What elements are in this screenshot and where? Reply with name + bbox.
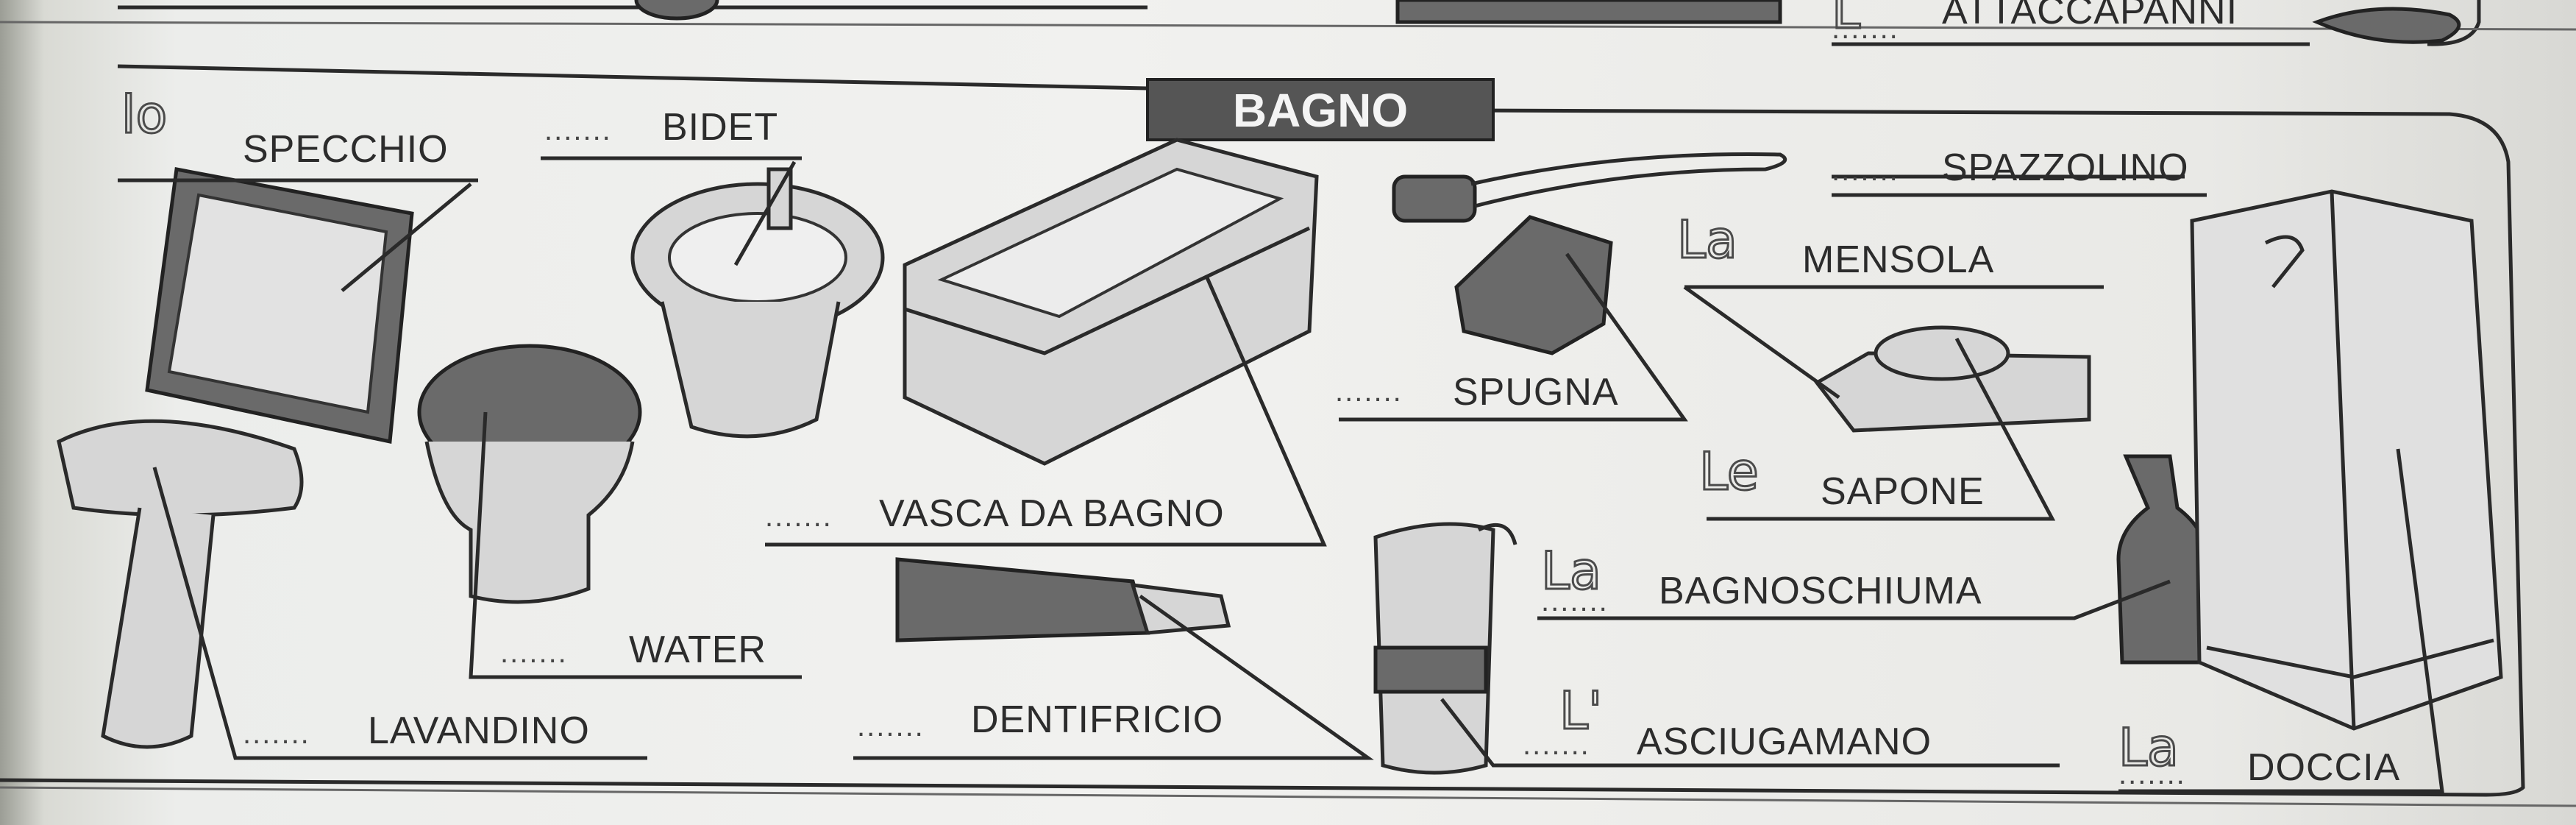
- top-dots: .......: [1832, 13, 1899, 45]
- word-bidet: BIDET: [662, 106, 778, 149]
- word-dentifricio: DENTIFRICIO: [971, 698, 1223, 741]
- article-bagnoschiuma: La: [1541, 541, 1601, 601]
- dots-vasca: .......: [765, 500, 833, 533]
- top-label: ATTACCAPANNI: [1942, 0, 2238, 32]
- dots-bagnoschiuma: .......: [1541, 585, 1609, 617]
- label-mensola: La MENSOLA: [1676, 209, 1994, 282]
- label-spugna: ....... SPUGNA: [1335, 371, 1619, 414]
- word-doccia: DOCCIA: [2247, 746, 2400, 789]
- section-title-banner: BAGNO: [1146, 78, 1495, 141]
- section-title: BAGNO: [1233, 84, 1408, 137]
- word-mensola: MENSOLA: [1802, 238, 1994, 281]
- label-bagnoschiuma: La ....... BAGNOSCHIUMA: [1540, 540, 1982, 618]
- label-spazzolino: ....... SPAZZOLINO: [1832, 146, 2207, 197]
- label-vasca: ....... VASCA DA BAGNO: [765, 492, 1225, 535]
- word-vasca: VASCA DA BAGNO: [879, 492, 1225, 535]
- toilet-illustration: [417, 344, 642, 604]
- shelf-soap-illustration: [1814, 325, 2091, 433]
- top-object-shape: [634, 0, 719, 21]
- article-mensola: La: [1677, 210, 1737, 270]
- article-specchio: lo: [121, 85, 167, 145]
- article-asciugamano: L': [1559, 681, 1602, 741]
- bidet-illustration: [630, 167, 885, 439]
- sink-illustration: [57, 419, 304, 749]
- label-asciugamano: L' ....... ASCIUGAMANO: [1523, 680, 1932, 764]
- dots-bidet: .......: [544, 114, 612, 146]
- word-sapone: SAPONE: [1821, 470, 1985, 513]
- word-asciugamano: ASCIUGAMANO: [1637, 720, 1932, 763]
- dots-spazzolino: .......: [1832, 155, 1899, 187]
- dots-asciugamano: .......: [1523, 729, 1590, 761]
- label-doccia: La ....... DOCCIA: [2118, 717, 2400, 791]
- label-sapone: Le SAPONE: [1698, 441, 1985, 514]
- sponge-illustration: [1454, 215, 1613, 355]
- towel-illustration: [1373, 522, 1518, 775]
- word-water: WATER: [629, 629, 766, 671]
- hanger-icon: [2312, 7, 2461, 44]
- label-dentifricio: ....... DENTIFRICIO: [857, 698, 1223, 743]
- article-doccia: La: [2118, 718, 2179, 778]
- word-spazzolino: SPAZZOLINO: [1942, 146, 2189, 189]
- dots-doccia: .......: [2118, 758, 2186, 790]
- word-spugna: SPUGNA: [1453, 371, 1619, 414]
- dots-lavandino: .......: [243, 718, 310, 750]
- dots-water: .......: [500, 637, 568, 669]
- dots-dentifricio: .......: [857, 710, 925, 743]
- section-frame: [0, 64, 2525, 797]
- word-bagnoschiuma: BAGNOSCHIUMA: [1659, 570, 1982, 612]
- label-water: ....... WATER: [500, 629, 766, 671]
- top-hand-article: L: [1832, 0, 1860, 40]
- bottle-illustration: [2116, 454, 2209, 665]
- label-lavandino: ....... LAVANDINO: [243, 709, 590, 752]
- leader-lines: [152, 160, 2444, 793]
- bathtub-illustration: [903, 138, 1319, 466]
- toothpaste-illustration: [895, 557, 1231, 642]
- mirror-illustration: [145, 167, 414, 445]
- dots-spugna: .......: [1335, 375, 1403, 408]
- label-bidet: ....... BIDET: [541, 106, 802, 160]
- top-row-item: L ....... ATTACCAPANNI: [1831, 0, 2310, 46]
- top-rug-shape: [1395, 0, 1782, 24]
- previous-section-frame: [0, 0, 2576, 46]
- article-sapone: Le: [1699, 442, 1759, 502]
- shower-illustration: [2190, 189, 2503, 731]
- toothbrush-illustration: [1392, 152, 1787, 223]
- word-lavandino: LAVANDINO: [368, 709, 590, 752]
- word-specchio: SPECCHIO: [243, 128, 449, 171]
- label-specchio: lo SPECCHIO: [118, 84, 478, 183]
